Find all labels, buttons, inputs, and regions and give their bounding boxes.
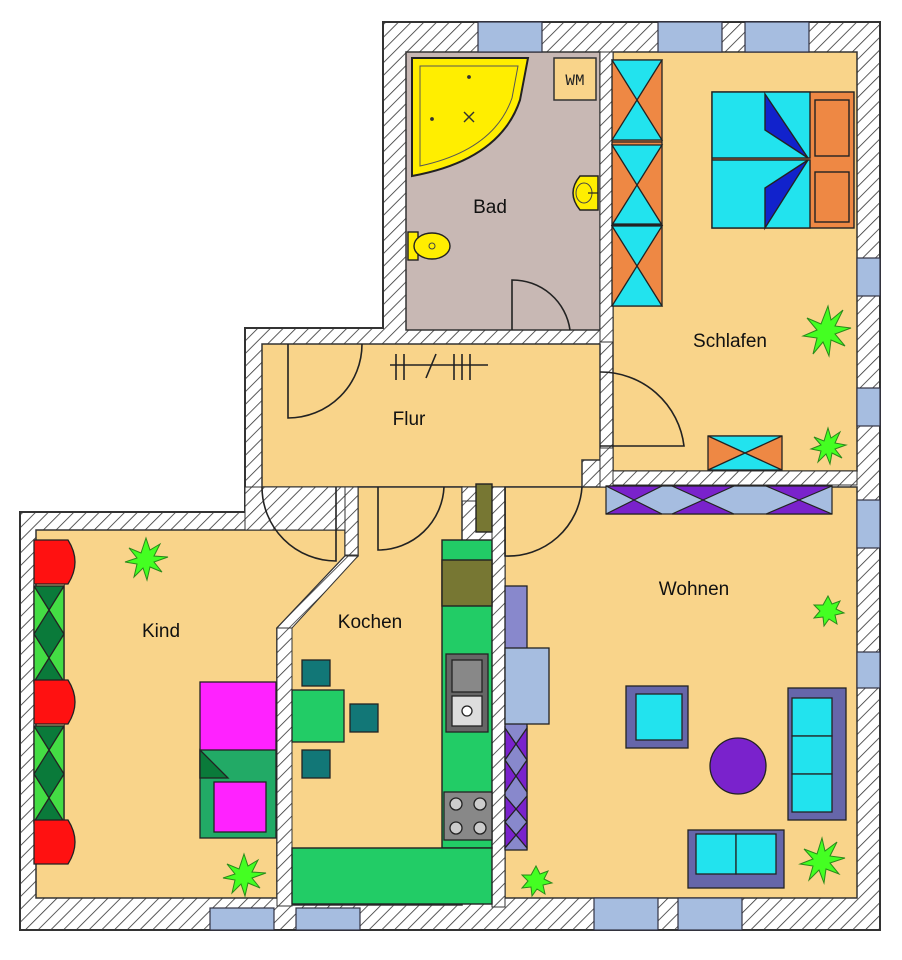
window-bath — [477, 21, 543, 53]
window-bed-right-2 — [856, 387, 881, 427]
room-label-wohnen: Wohnen — [659, 579, 729, 600]
sideboard — [504, 585, 550, 851]
bedroom-plant — [801, 304, 852, 358]
sofa-bottom — [687, 829, 785, 889]
door-bed — [599, 371, 685, 447]
wall-child-kitchen-angle — [275, 555, 360, 629]
washing-machine-label: WM — [565, 72, 584, 90]
room-label-flur: Flur — [393, 409, 426, 430]
coat-rack — [390, 353, 488, 380]
door-living — [504, 486, 583, 557]
child-plant-2 — [222, 852, 267, 898]
window-living-bottom-2 — [677, 897, 743, 931]
window-living-bottom-1 — [593, 897, 659, 931]
dresser — [707, 435, 783, 471]
faucet-icon — [430, 75, 475, 123]
bedroom-plant-small — [809, 426, 848, 466]
window-bed-top-2 — [744, 21, 810, 53]
door-hall-entry — [287, 343, 363, 419]
double-bed — [711, 91, 855, 231]
window-bed-right-1 — [856, 257, 881, 297]
window-bed-top-1 — [657, 21, 723, 53]
wall-hall-bed — [599, 447, 614, 488]
wardrobe — [610, 59, 664, 307]
living-plant-3 — [520, 864, 554, 898]
coffee-table — [709, 737, 767, 795]
door-bath — [511, 279, 571, 331]
child-plant-1 — [124, 536, 169, 582]
wall-hall-child — [244, 486, 346, 531]
wall-bath-bed — [599, 51, 614, 343]
window-living-right-1 — [856, 499, 881, 549]
toilet-icon — [407, 231, 451, 261]
room-label-kochen: Kochen — [338, 612, 402, 633]
door-kitchen — [377, 486, 445, 551]
door-child — [261, 486, 337, 562]
window-kitchen-bottom — [295, 907, 361, 931]
kitchen-sink-icon — [445, 653, 489, 733]
window-child-bottom — [209, 907, 275, 931]
living-shelf — [605, 485, 833, 515]
dining-table — [291, 659, 379, 779]
room-label-kind: Kind — [142, 621, 180, 642]
armchair — [625, 685, 689, 749]
wall-child-kitchen — [276, 627, 293, 907]
living-plant-1 — [812, 594, 846, 628]
bathtub-inner — [419, 65, 519, 167]
sofa-right — [787, 687, 847, 821]
windows — [209, 21, 881, 931]
sink-icon — [572, 175, 599, 211]
stove-icon — [443, 791, 493, 841]
child-bed — [199, 681, 277, 839]
window-living-right-2 — [856, 651, 881, 689]
washing-machine — [553, 57, 597, 101]
wall-bed-living — [612, 470, 858, 486]
living-plant-2 — [798, 836, 846, 885]
child-wardrobe — [33, 539, 76, 865]
room-label-bad: Bad — [473, 197, 507, 218]
wall-hall-kitchen — [344, 486, 359, 556]
door-swings — [261, 279, 685, 562]
room-label-schlafen: Schlafen — [693, 331, 767, 352]
wall-kitchen-living-2 — [491, 486, 506, 908]
